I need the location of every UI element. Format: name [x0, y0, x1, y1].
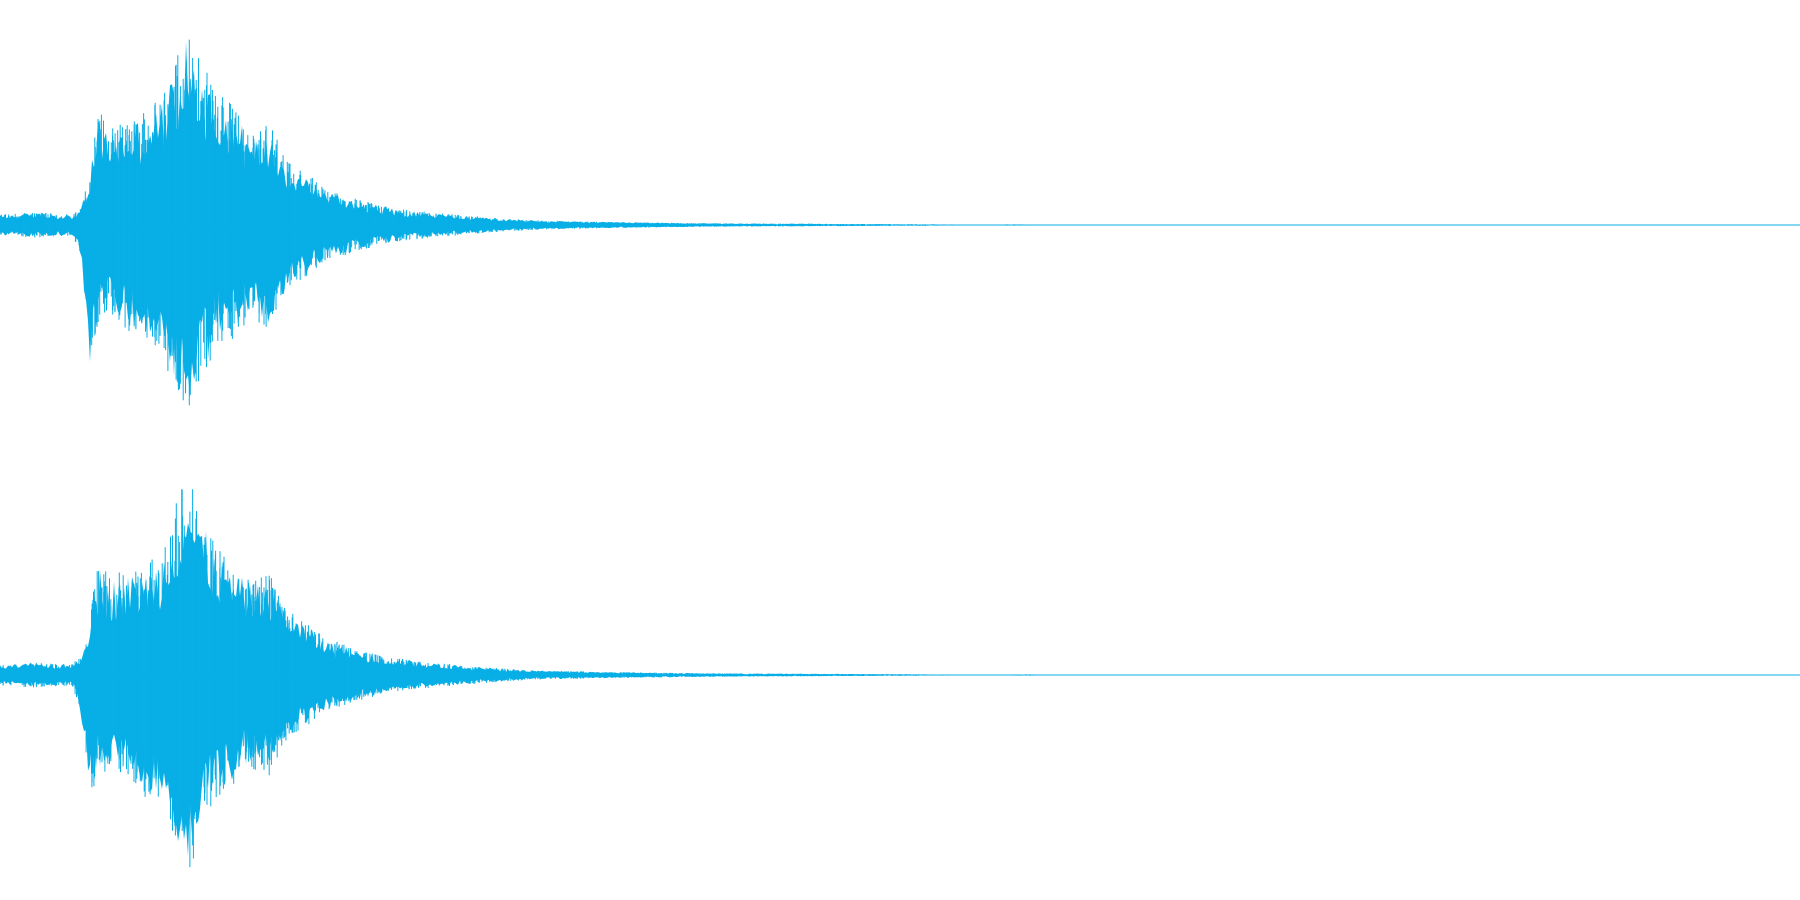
channel-1	[0, 39, 1800, 406]
waveform-envelope	[0, 41, 1800, 398]
channel-2	[0, 489, 1800, 868]
